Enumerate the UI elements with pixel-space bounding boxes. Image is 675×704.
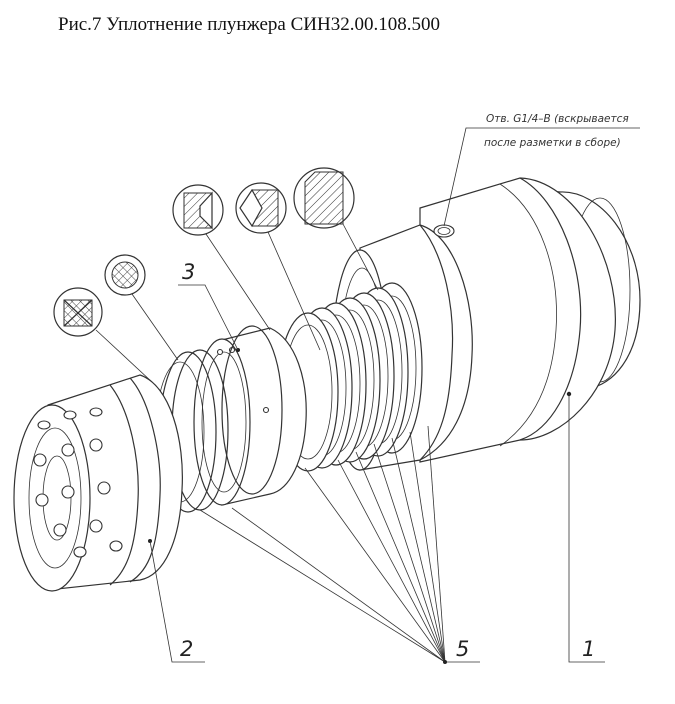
spacer-part-3 xyxy=(155,325,307,513)
section-detail-3 xyxy=(172,184,224,236)
threaded-port-hole xyxy=(433,224,455,238)
section-detail-2 xyxy=(104,254,146,296)
section-detail-1 xyxy=(53,287,103,337)
seal-stack-part-5 xyxy=(277,282,423,472)
leader-lines xyxy=(95,127,640,664)
plunger-head-part-2 xyxy=(13,374,183,592)
callout-3: 3 xyxy=(182,260,195,284)
callout-1: 1 xyxy=(582,637,595,661)
section-detail-4 xyxy=(235,182,287,234)
port-note-line-2: после разметки в сборе) xyxy=(484,137,621,149)
port-note-line-1: Отв. G1/4–В (вскрывается xyxy=(486,113,629,125)
figure-title: Рис.7 Уплотнение плунжера СИН32.00.108.5… xyxy=(58,14,440,35)
callout-5: 5 xyxy=(456,637,469,661)
section-detail-5 xyxy=(293,167,355,229)
housing-part-1 xyxy=(331,177,641,471)
callout-2: 2 xyxy=(180,637,193,661)
